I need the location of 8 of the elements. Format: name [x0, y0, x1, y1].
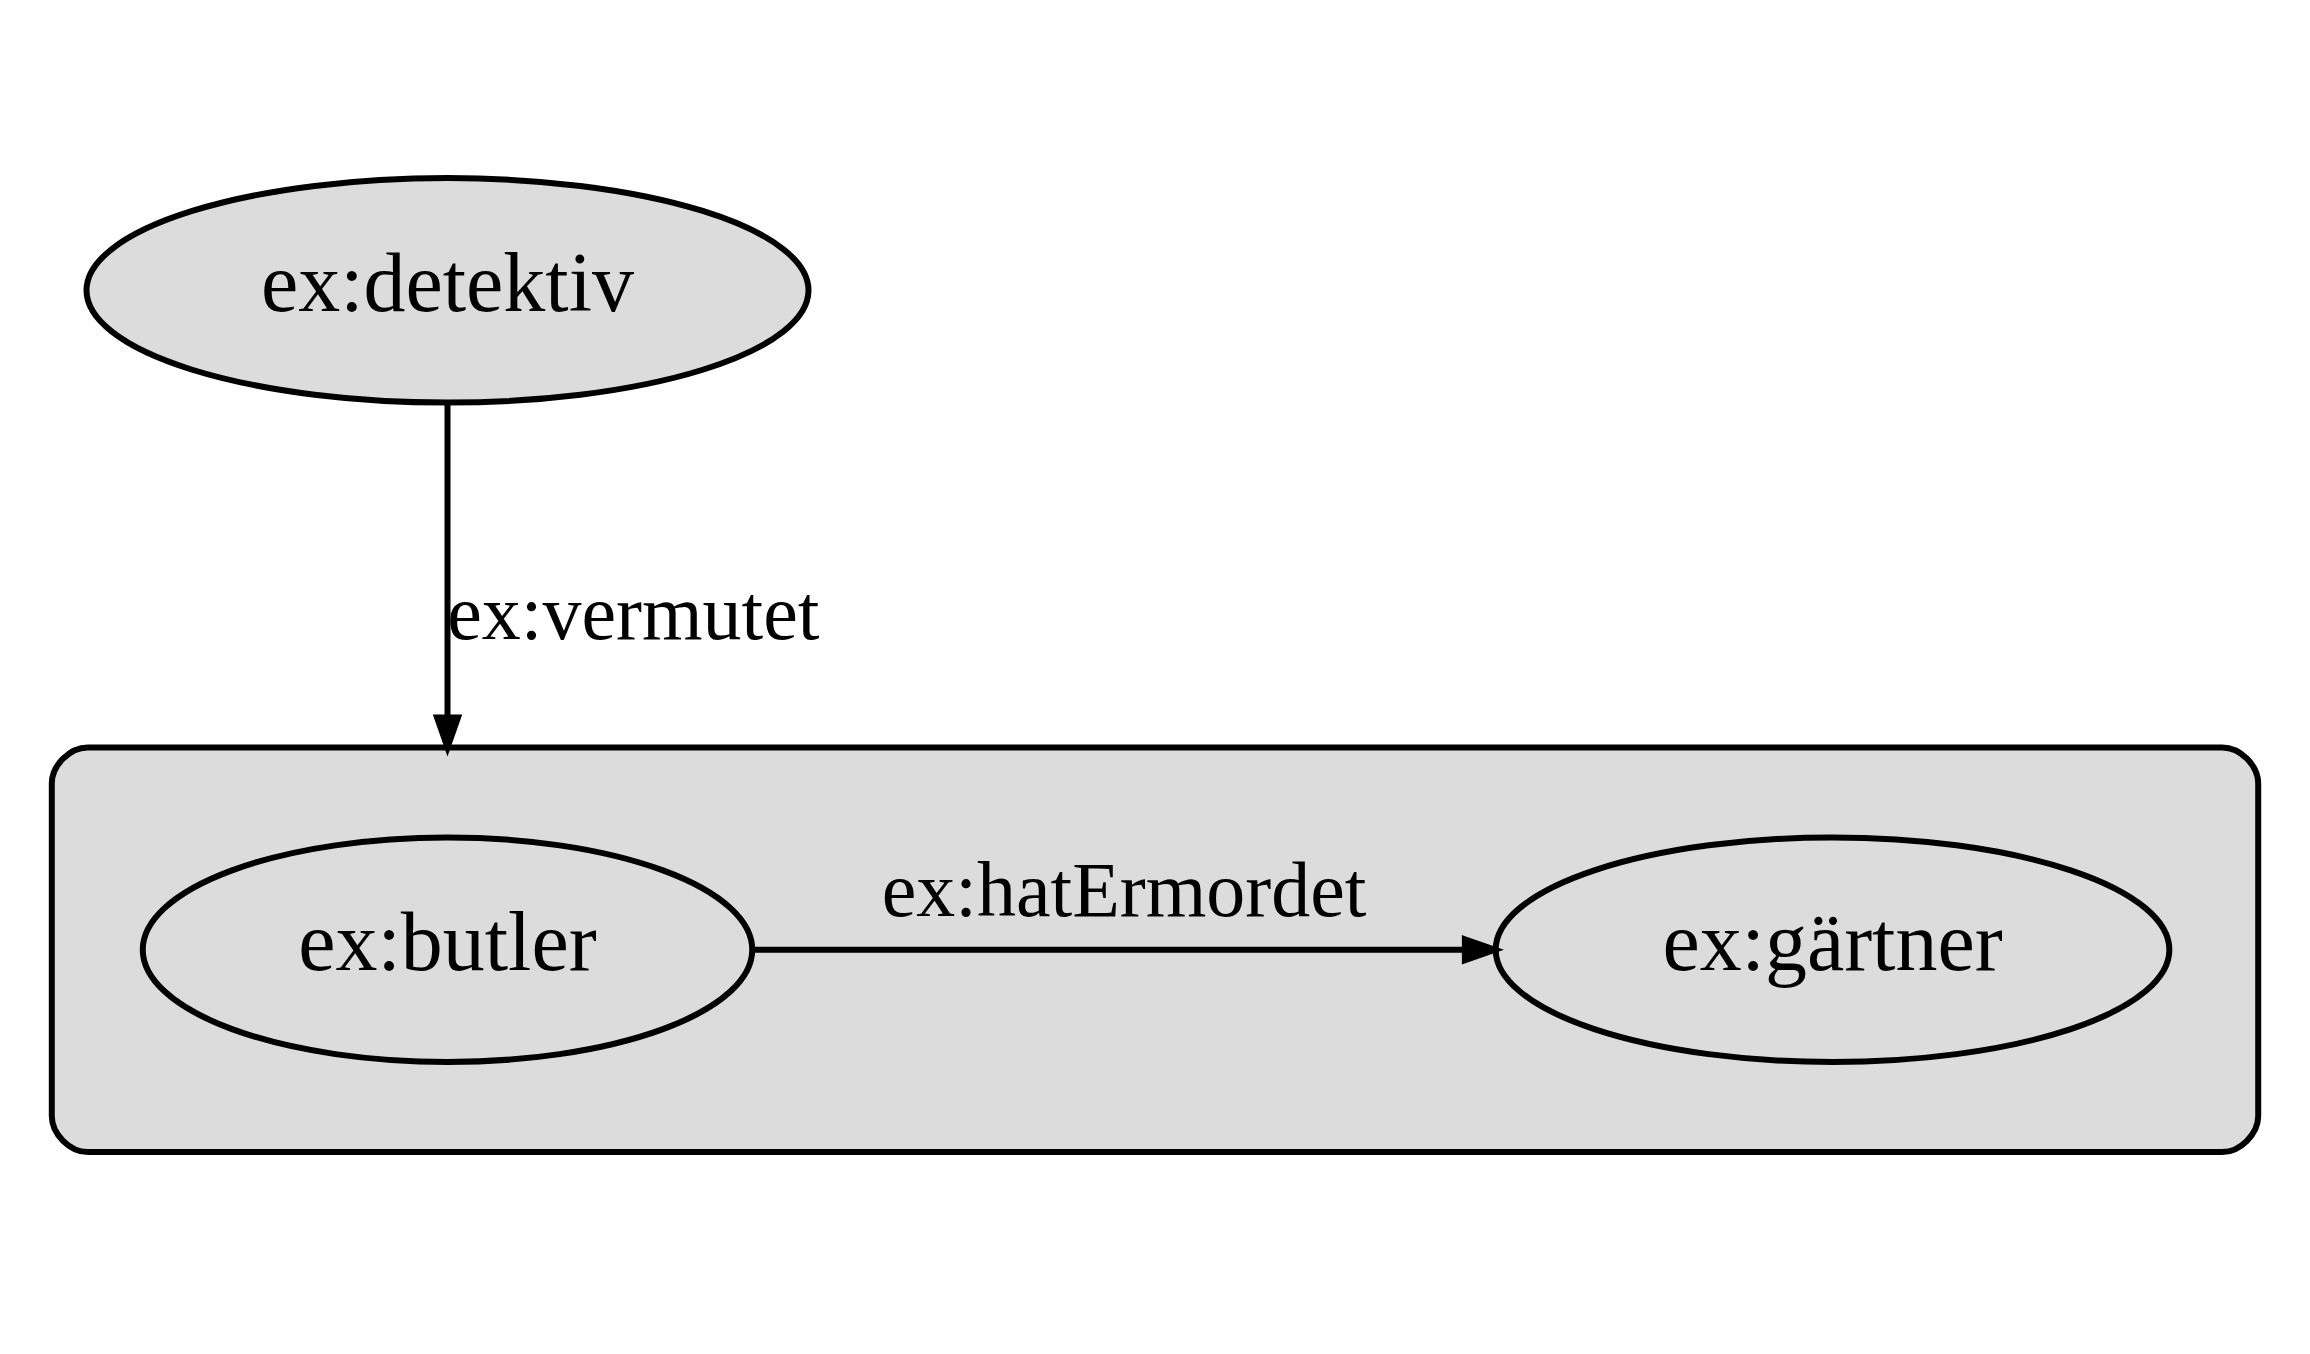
arrow	[753, 935, 1504, 965]
arrow	[432, 402, 463, 757]
node-ellipse: ex:gärtner	[1492, 834, 2173, 1065]
cluster	[48, 744, 2262, 1156]
node-ellipse: ex:detektiv	[83, 175, 812, 406]
node-ellipse: ex:butler	[139, 834, 756, 1065]
edge-label: ex:hatErmordet	[881, 847, 1367, 934]
edge-label: ex:vermutet	[447, 569, 820, 656]
